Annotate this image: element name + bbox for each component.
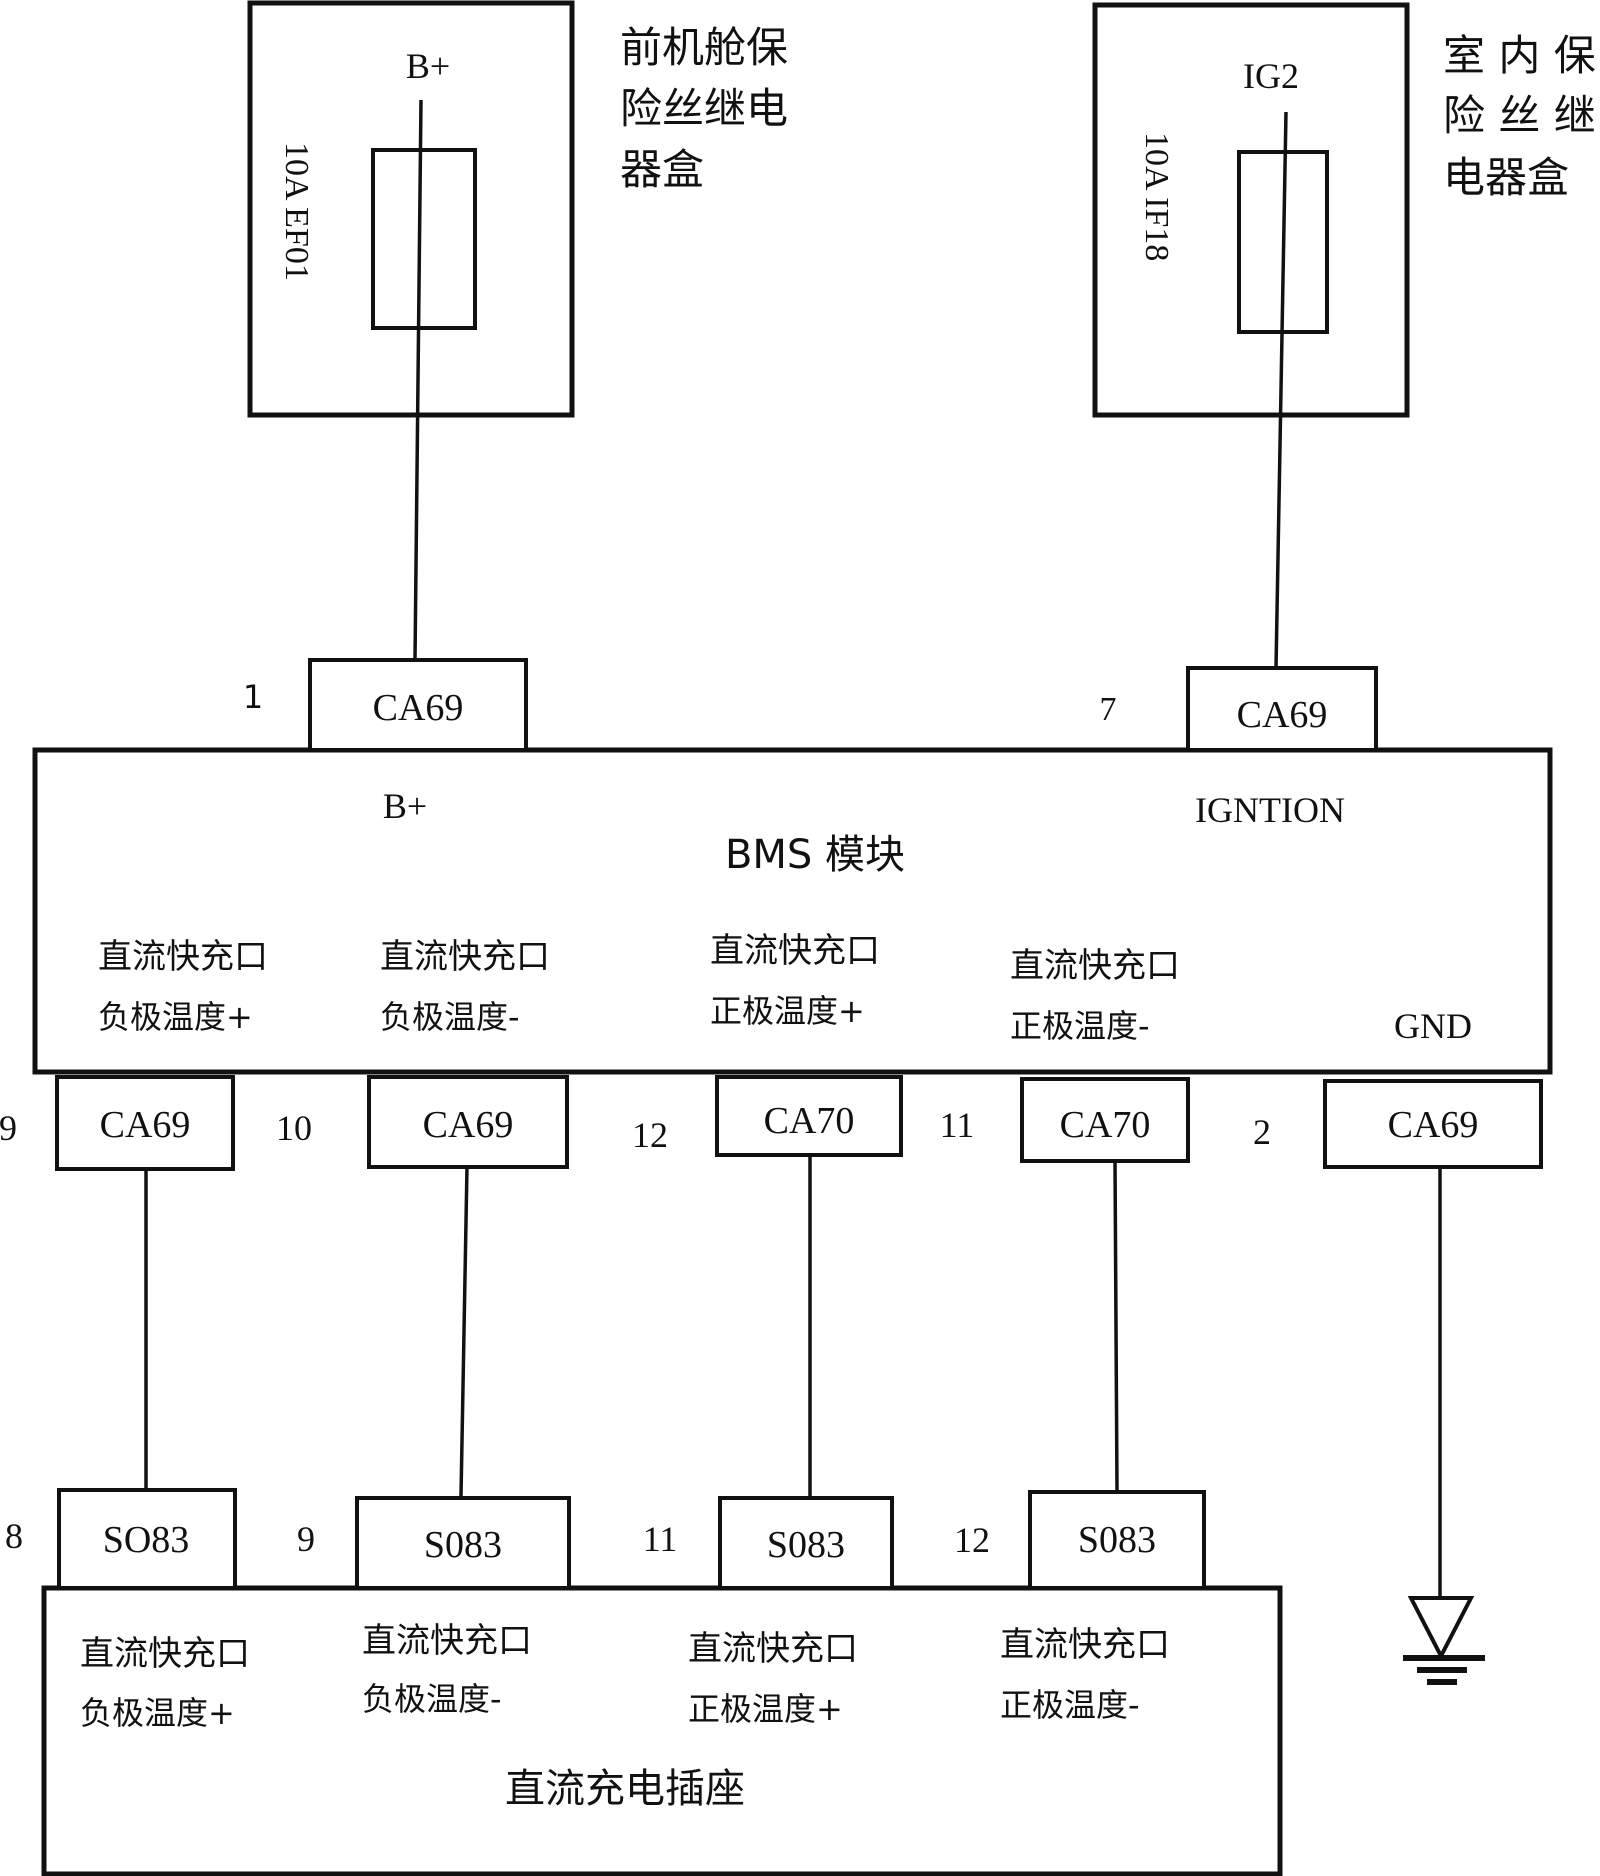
bms-ignition-label: IGNTION <box>1195 790 1345 830</box>
interior-fuse-terminal-label: IG2 <box>1243 56 1299 96</box>
front-fuse-box-title-line-1: 前机舱保 <box>620 23 788 72</box>
interior-fuse-box-title-line-2: 险 丝 继 <box>1443 91 1596 140</box>
socket-signal-8-line-2: 负极温度+ <box>80 1694 235 1732</box>
bms-top-connector-1 <box>308 658 528 752</box>
front-fuse-terminal-label: B+ <box>406 46 450 86</box>
bms-bottom-connector-11 <box>1020 1077 1190 1163</box>
socket-pin-8-number: 8 <box>5 1516 23 1556</box>
bms-signal-10-line-1: 直流快充口 <box>380 937 550 977</box>
bms-module-title: BMS 模块 <box>725 832 905 878</box>
bms-pin-11-number: 11 <box>940 1105 975 1145</box>
bms-signal-10-line-2: 负极温度- <box>380 998 520 1036</box>
front-fuse-box-title-line-2: 险丝继电 <box>620 84 788 133</box>
wire-b-plus <box>413 99 423 661</box>
socket-connector-11-label: S083 <box>767 1524 845 1566</box>
bms-top-connector-7 <box>1186 666 1378 752</box>
socket-pin-9-number: 9 <box>297 1519 315 1559</box>
ground-icon <box>1403 1596 1485 1685</box>
bms-top-pin-1-number: 1 <box>243 678 263 716</box>
bms-bottom-connector-10-label: CA69 <box>423 1104 514 1146</box>
bms-bottom-connector-2 <box>1323 1079 1543 1169</box>
bms-pin-12-number: 12 <box>632 1115 668 1155</box>
bms-bottom-connector-11-label: CA70 <box>1060 1104 1151 1146</box>
socket-signal-8-line-1: 直流快充口 <box>80 1634 250 1674</box>
socket-signal-9-line-1: 直流快充口 <box>362 1621 532 1661</box>
bms-pin-9-number: 9 <box>0 1108 17 1148</box>
front-fuse-element <box>371 148 477 330</box>
dc-charging-socket-title: 直流充电插座 <box>505 1766 745 1812</box>
socket-signal-11-line-1: 直流快充口 <box>688 1629 858 1669</box>
wire-ig2 <box>1274 111 1288 669</box>
socket-connector-12 <box>1028 1490 1206 1590</box>
bms-top-pin-7-number: 7 <box>1100 691 1117 728</box>
socket-signal-11-line-2: 正极温度+ <box>688 1690 843 1728</box>
interior-fuse-box-title-line-3: 电器盒 <box>1443 153 1569 202</box>
front-fuse-rating-label: 10A EF01 <box>278 142 315 281</box>
bms-signal-11-line-2: 正极温度- <box>1010 1007 1150 1045</box>
interior-fuse-box-title-line-1: 室 内 保 <box>1443 31 1596 80</box>
front-fuse-box: B+ 10A EF01 前机舱保 险丝继电 器盒 <box>247 0 788 418</box>
socket-signal-12-line-1: 直流快充口 <box>1000 1625 1170 1665</box>
bms-bottom-connector-9 <box>55 1075 235 1171</box>
socket-connector-11 <box>718 1496 894 1590</box>
interior-fuse-box: IG2 10A IF18 室 内 保 险 丝 继 电器盒 <box>1092 2 1596 418</box>
bms-bottom-connector-2-label: CA69 <box>1388 1104 1479 1146</box>
socket-connector-8 <box>57 1488 237 1590</box>
socket-connector-12-label: S083 <box>1078 1519 1156 1561</box>
bms-bottom-connector-10 <box>367 1075 569 1169</box>
wire-pin-10-to-socket-9 <box>459 1166 469 1497</box>
socket-signal-9-line-2: 负极温度- <box>362 1680 502 1718</box>
wire-pin-11-to-socket-12 <box>1113 1160 1119 1491</box>
socket-pin-11-number: 11 <box>643 1519 678 1559</box>
bms-bottom-connector-12-label: CA70 <box>764 1100 855 1142</box>
bms-top-connector-1-label: CA69 <box>373 687 464 729</box>
bms-signal-9-line-1: 直流快充口 <box>98 937 268 977</box>
bms-gnd-label: GND <box>1394 1006 1472 1046</box>
socket-connector-9-label: S083 <box>424 1524 502 1566</box>
socket-signal-12-line-2: 正极温度- <box>1000 1686 1140 1724</box>
bms-signal-9-line-2: 负极温度+ <box>98 998 253 1036</box>
socket-pin-12-number: 12 <box>954 1520 990 1560</box>
dc-charging-socket-outline <box>41 1585 1283 1876</box>
interior-fuse-rating-label: 10A IF18 <box>1138 132 1175 261</box>
bms-bottom-connector-9-label: CA69 <box>100 1104 191 1146</box>
bms-pin-10-number: 10 <box>276 1108 312 1148</box>
socket-connector-8-label: SO83 <box>103 1519 190 1561</box>
bms-signal-11-line-1: 直流快充口 <box>1010 946 1180 986</box>
bms-module: CA69 1 CA69 7 B+ IGNTION BMS 模块 直流快充口 负极… <box>0 658 1553 1171</box>
dc-charging-socket: SO83 8 S083 9 S083 11 S083 12 直流快充口 负极温度… <box>5 1488 1283 1876</box>
bms-b-plus-label: B+ <box>383 786 427 826</box>
front-fuse-box-title-line-3: 器盒 <box>620 145 704 194</box>
bms-top-connector-7-label: CA69 <box>1237 694 1328 736</box>
bms-signal-12-line-2: 正极温度+ <box>710 992 865 1030</box>
socket-connector-9 <box>355 1496 571 1590</box>
bms-pin-2-number: 2 <box>1253 1112 1271 1152</box>
bms-module-outline <box>32 747 1553 1075</box>
bms-signal-12-line-1: 直流快充口 <box>710 931 880 971</box>
